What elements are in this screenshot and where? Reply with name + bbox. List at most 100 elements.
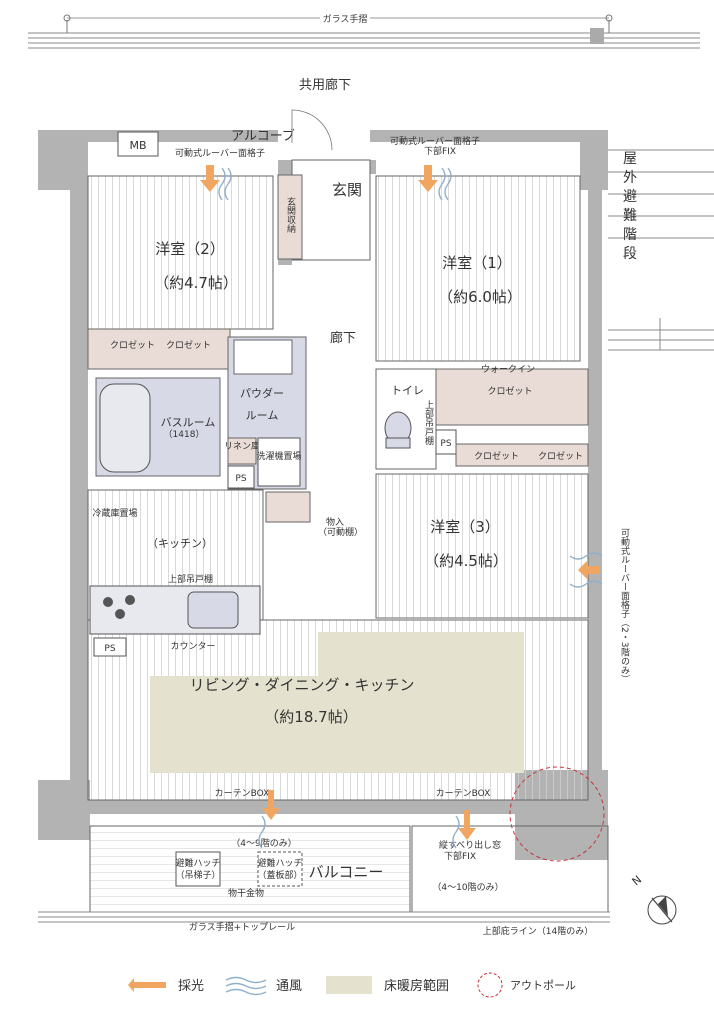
bathroom-label: バスルーム: [161, 416, 216, 429]
kitchen-shelf-label: 上部吊戸棚: [168, 573, 213, 585]
room2-size: （約4.7帖）: [154, 274, 238, 292]
ps-powder: [227, 465, 255, 489]
balcony-area: [89, 825, 411, 913]
top-railing-label: ガラス手摺: [323, 13, 368, 25]
genkan-label: 玄関: [332, 181, 362, 199]
svg-text:難: 難: [623, 208, 637, 224]
room3-name: 洋室（3）: [430, 518, 500, 536]
walkin-closet: [435, 368, 589, 426]
light-icon: [128, 978, 166, 992]
svg-text:リネン庫: リネン庫: [224, 440, 260, 452]
svg-text:段: 段: [623, 246, 637, 262]
storage-sub-label: （可動棚）: [318, 526, 363, 538]
svg-text:（吊梯子）: （吊梯子）: [175, 869, 220, 881]
room2-closet-label-1: クロゼット: [110, 339, 155, 351]
storage-box: [265, 491, 311, 523]
escape-hatch-2: [257, 851, 303, 887]
ps-kitchen: [93, 637, 127, 657]
toilet-label: トイレ: [391, 384, 424, 397]
ldk-name: リビング・ダイニング・キッチン: [189, 676, 414, 694]
svg-text:避難ハッチ: 避難ハッチ: [257, 857, 302, 869]
common-corridor-label: 共用廊下: [299, 77, 351, 93]
powder-label-2: ルーム: [246, 409, 279, 422]
outer-walls: [38, 130, 608, 860]
louver-left-label: 可動式ルーバー面格子: [175, 147, 265, 159]
counter-label: カウンター: [170, 641, 215, 652]
sliding-window-label-1: 縦すべり出し窓: [439, 839, 501, 851]
eaves-line-label: 上部庇ライン（14階のみ）: [483, 925, 593, 937]
svg-text:（蓋板部）: （蓋板部）: [257, 869, 302, 881]
ps-toilet: [435, 429, 457, 455]
floor-heat-area: [150, 632, 524, 773]
svg-text:PS: PS: [235, 474, 246, 484]
svg-text:避難ハッチ: 避難ハッチ: [175, 857, 220, 869]
room3-closet-label-2: クロゼット: [538, 450, 583, 462]
floor-heat-icon: [326, 976, 372, 994]
railing-bottom-label: ガラス手摺+トップレール: [189, 921, 295, 933]
top-railing: ガラス手摺: [28, 13, 700, 49]
room2-closet-label-2: クロゼット: [166, 339, 211, 351]
legend-floor-heat: 床暖房範囲: [384, 978, 449, 994]
linen-storage: [227, 437, 257, 465]
svg-text:階: 階: [623, 227, 637, 243]
balcony-label: バルコニー: [309, 863, 384, 881]
room1-size: （約6.0帖）: [438, 288, 522, 306]
floors-4-9-label: （4〜9階のみ）: [231, 838, 296, 849]
outpole-icon: [477, 972, 503, 998]
legend-outpole: アウトポール: [510, 979, 576, 992]
ldk-size: （約18.7帖）: [264, 708, 357, 726]
room2-name: 洋室（2）: [155, 240, 225, 258]
bath-size-label: （1418）: [164, 429, 205, 440]
genkan-storage: [277, 174, 303, 260]
room3-closet-label-1: クロゼット: [474, 450, 519, 462]
outpole-marker: [509, 766, 605, 862]
light-arrows: [200, 165, 600, 840]
louver-right-label-2: 下部FIX: [424, 145, 456, 157]
entry-door: [291, 109, 333, 151]
mb-box: [117, 131, 159, 157]
svg-text:N: N: [630, 873, 645, 888]
curtain-box-left: カーテンBOX: [215, 788, 270, 799]
hallway-label: 廊下: [330, 330, 356, 346]
powder-label-1: パウダー: [240, 386, 284, 400]
walkin-closet-label: クロゼット: [487, 385, 532, 397]
stove: [103, 595, 135, 619]
kitchen-label: （キッチン）: [147, 537, 213, 550]
storage-label: 物入: [326, 516, 344, 528]
genkan-storage-label: 玄関収納: [285, 196, 296, 234]
sliding-window-label-2: 下部FIX: [444, 850, 476, 862]
curtain-box-right: カーテンBOX: [436, 788, 491, 799]
legend-light: 採光: [178, 979, 204, 994]
floors-4-10-label: （4〜10階のみ）: [432, 882, 503, 893]
alcove-label: アルコーブ: [231, 128, 295, 144]
mb-label: MB: [129, 139, 146, 152]
north-compass: N: [630, 873, 677, 925]
drying-hardware-label: 物干金物: [228, 887, 264, 899]
legend-wind: 通風: [276, 979, 302, 994]
svg-text:避: 避: [623, 189, 637, 205]
louver-right-label-1: 可動式ルーバー面格子: [390, 135, 480, 147]
louver-side-label: 可動式ルーバー面格子（2・3階のみ）: [619, 528, 630, 684]
wind-icon: [225, 976, 267, 996]
walkin-label: ウォークイン: [481, 364, 535, 375]
washer-space: [257, 437, 301, 487]
fridge-label: 冷蔵庫置場: [92, 507, 137, 519]
genkan-area: [291, 159, 371, 261]
escape-stairs: 屋 外 避 難 階 段: [608, 149, 714, 351]
svg-text:PS: PS: [104, 644, 115, 654]
legend: 採光 通風 床暖房範囲 アウトポール: [128, 972, 576, 998]
room3-closet: [455, 443, 589, 467]
svg-text:屋: 屋: [623, 151, 637, 167]
bathtub: [99, 383, 151, 473]
escape-hatch-1: [175, 851, 221, 887]
sink: [187, 591, 239, 629]
room2-closet: [87, 328, 231, 370]
washer-label: 洗濯機置場: [256, 450, 301, 462]
room1-name: 洋室（1）: [442, 254, 512, 272]
svg-text:PS: PS: [440, 439, 451, 449]
wind-arrows: [218, 167, 603, 849]
toilet-shelf-label: 上部吊戸棚: [423, 400, 434, 446]
room3-size: （約4.5帖）: [424, 552, 508, 570]
svg-text:外: 外: [623, 170, 637, 186]
